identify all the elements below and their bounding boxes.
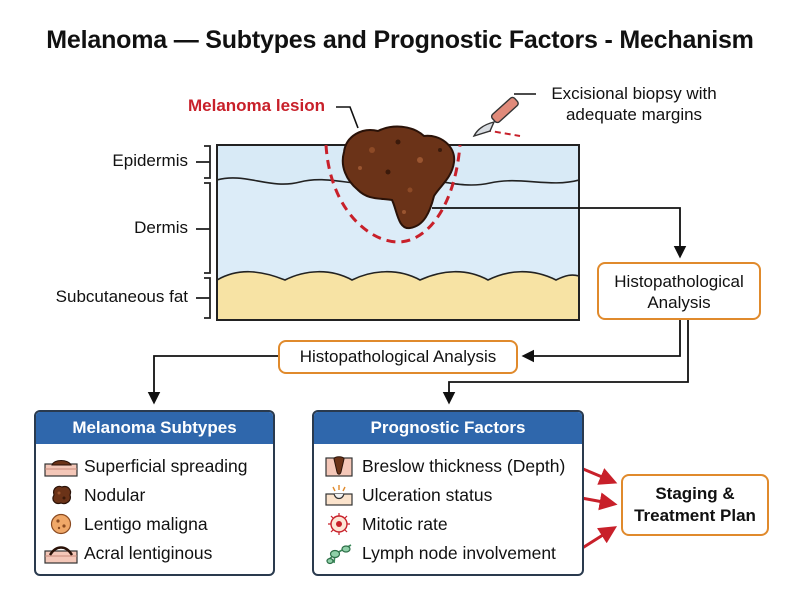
analysis-box-right-line1: Histopathological <box>614 272 744 291</box>
prognostic-panel: Prognostic Factors Breslow thickness (De… <box>312 410 584 576</box>
staging-box: Staging & Treatment Plan <box>621 474 769 536</box>
biopsy-label-line1: Excisional biopsy with <box>551 84 717 103</box>
prognostic-label: Breslow thickness (Depth) <box>362 455 566 476</box>
nodular-icon <box>52 485 72 505</box>
subtypes-header: Melanoma Subtypes <box>36 412 273 444</box>
biopsy-label-line2: adequate margins <box>565 105 703 124</box>
layer-brackets <box>196 145 211 319</box>
list-item: Mitotic rate <box>314 510 582 538</box>
list-item: Lymph node involvement <box>314 539 582 567</box>
list-item: Lentigo maligna <box>36 510 273 538</box>
page-title: Melanoma — Subtypes and Prognostic Facto… <box>46 26 754 54</box>
lentigo-maligna-icon <box>50 513 72 535</box>
mitotic-cell-icon <box>328 513 350 535</box>
connector-analysis-to-prognostic <box>442 320 689 405</box>
lymph-node-icon <box>326 544 352 565</box>
analysis-box-right: Histopathological Analysis <box>597 262 761 320</box>
prognostic-label: Ulceration status <box>362 484 493 505</box>
staging-line1: Staging & <box>655 484 735 503</box>
list-item: Nodular <box>36 481 273 509</box>
subcutaneous-label: Subcutaneous fat <box>55 287 188 306</box>
scalpel-icon <box>472 96 521 138</box>
connector-analysis-to-middle <box>521 320 681 363</box>
ulceration-icon <box>325 485 353 506</box>
connector-lesion-to-analysis <box>432 207 687 259</box>
analysis-box-right-line2: Analysis <box>647 293 711 312</box>
connector-middle-to-subtypes <box>147 355 280 405</box>
dermis-label: Dermis <box>134 218 188 237</box>
list-item: Ulceration status <box>314 481 582 509</box>
list-item: Acral lentiginous <box>36 539 273 567</box>
subtype-label: Nodular <box>84 484 146 505</box>
prognostic-header: Prognostic Factors <box>314 412 582 444</box>
subtype-label: Superficial spreading <box>84 455 248 476</box>
subtype-label: Acral lentiginous <box>84 542 213 563</box>
epidermis-label: Epidermis <box>112 151 188 170</box>
analysis-box-middle: Histopathological Analysis <box>278 340 518 374</box>
staging-line2: Treatment Plan <box>634 506 756 525</box>
list-item: Superficial spreading <box>36 452 273 480</box>
breslow-thickness-icon <box>325 456 353 477</box>
biopsy-label: Excisional biopsy with adequate margins <box>534 83 734 125</box>
prognostic-label: Lymph node involvement <box>362 542 556 563</box>
acral-lentiginous-icon <box>44 546 78 564</box>
prognostic-label: Mitotic rate <box>362 513 448 534</box>
subtypes-panel: Melanoma Subtypes Superficial spreading … <box>34 410 275 576</box>
excision-margin <box>324 144 462 244</box>
list-item: Breslow thickness (Depth) <box>314 452 582 480</box>
melanoma-lesion-icon <box>341 125 456 230</box>
superficial-spreading-icon <box>44 460 78 477</box>
lesion-label: Melanoma lesion <box>188 96 325 115</box>
subtype-label: Lentigo maligna <box>84 513 208 534</box>
